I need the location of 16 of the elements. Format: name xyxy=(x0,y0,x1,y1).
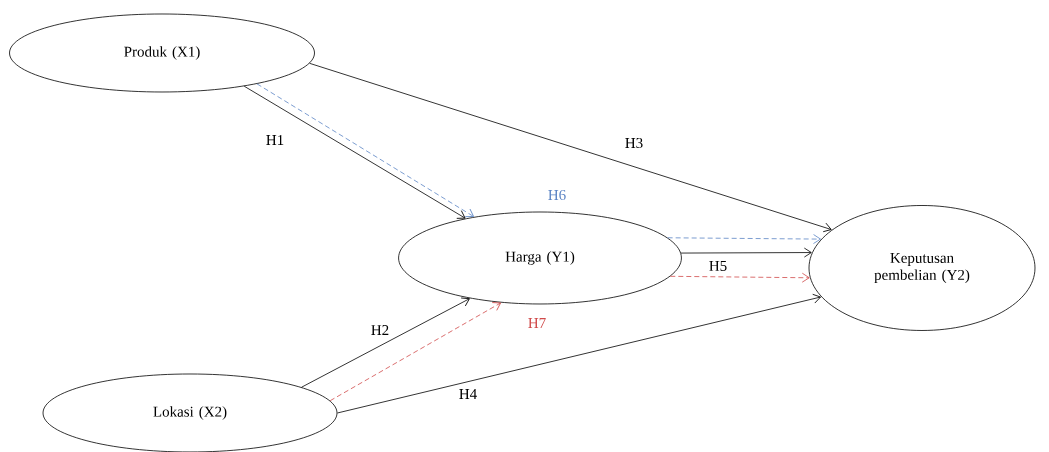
ellipse-node: Harga (Y1) xyxy=(398,211,682,305)
ellipse-node: Produk (X1) xyxy=(9,13,315,93)
arrow xyxy=(680,247,812,258)
edge-label: H2 xyxy=(369,324,391,336)
edge-label: H4 xyxy=(457,388,479,400)
arrow xyxy=(337,293,821,414)
arrow xyxy=(329,302,501,402)
edge-label: H3 xyxy=(623,136,645,150)
arrow xyxy=(667,234,821,244)
arrow xyxy=(669,272,810,283)
ellipse-node: Keputusan pembelian (Y2) xyxy=(808,205,1036,331)
edge-label: H1 xyxy=(264,134,286,146)
arrow xyxy=(309,62,832,233)
arrow xyxy=(301,297,470,388)
edge-label: H5 xyxy=(707,260,729,272)
hypothesis-label: H7 xyxy=(528,318,546,328)
